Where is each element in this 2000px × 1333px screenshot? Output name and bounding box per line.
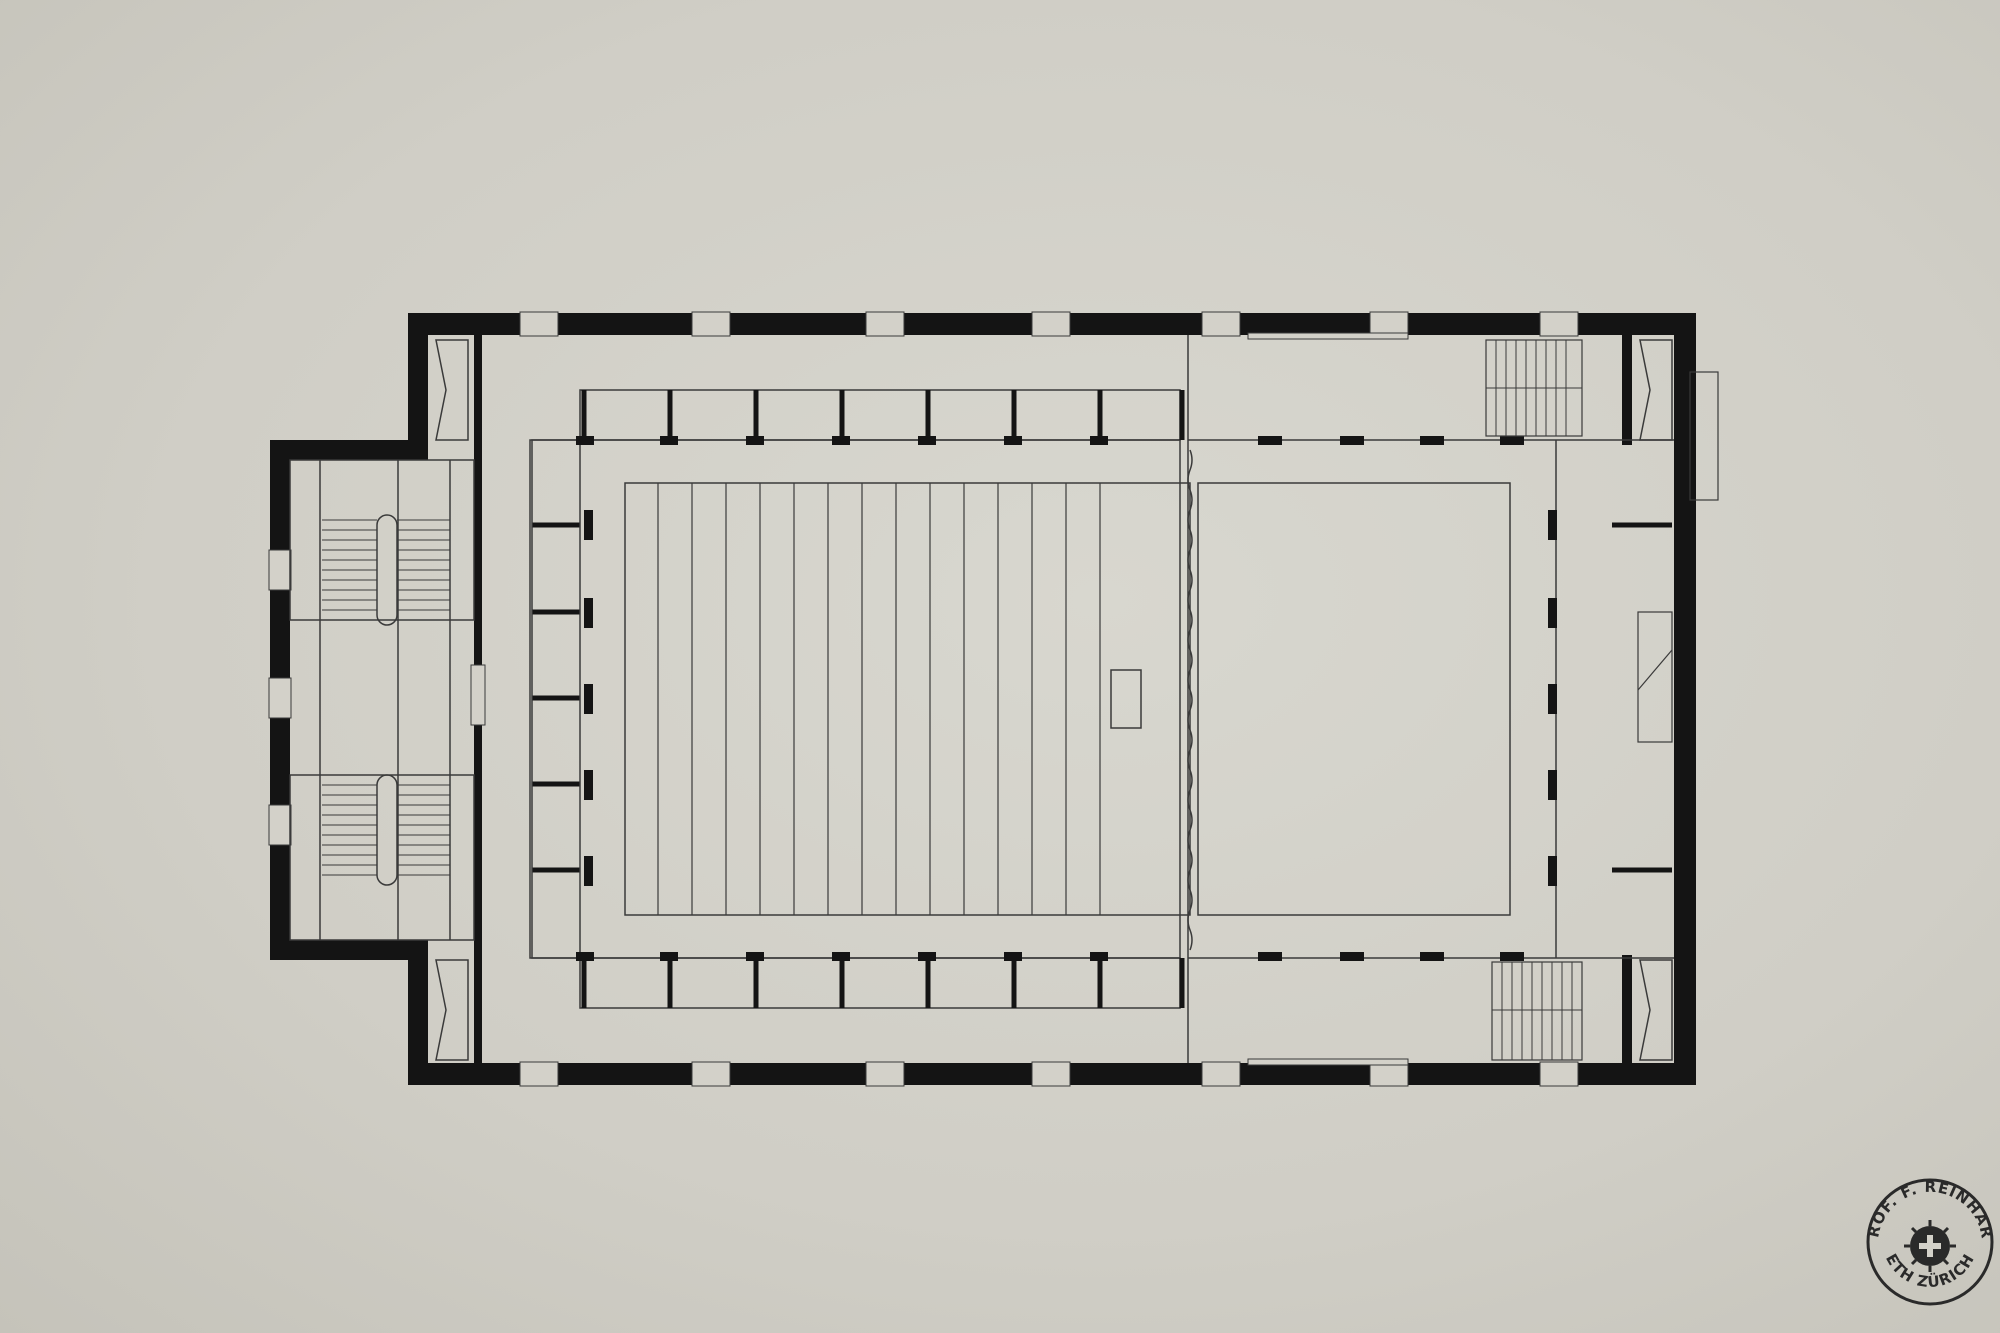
- seating-rows: [657, 483, 1101, 915]
- auditorium: [624, 482, 1191, 916]
- stage: [1197, 482, 1511, 916]
- stamp-emblem: [1904, 1220, 1956, 1272]
- right-stair-treads: [1486, 340, 1582, 1060]
- right-stairs: [1485, 339, 1719, 1061]
- curtain-line: [1187, 449, 1193, 951]
- annex-door-openings: [470, 664, 486, 726]
- annex-stair-treads: [322, 519, 450, 876]
- windows-annex: [268, 549, 292, 846]
- annex-stairs: [289, 459, 475, 941]
- wall-hatch-openings: [1247, 332, 1409, 1066]
- gallery-dividers: [581, 390, 1185, 1008]
- corner-wedges: [435, 339, 1673, 1061]
- institution-stamp: PROF. F. REINHART ETH ZÜRICH: [1858, 1166, 1995, 1306]
- windows-top: [519, 311, 1579, 337]
- side-column: [531, 439, 581, 959]
- side-box-dividers: [532, 522, 1672, 873]
- windows-bottom: [519, 1061, 1579, 1087]
- pillars: [576, 436, 1557, 961]
- gallery-boxes: [529, 335, 1674, 1063]
